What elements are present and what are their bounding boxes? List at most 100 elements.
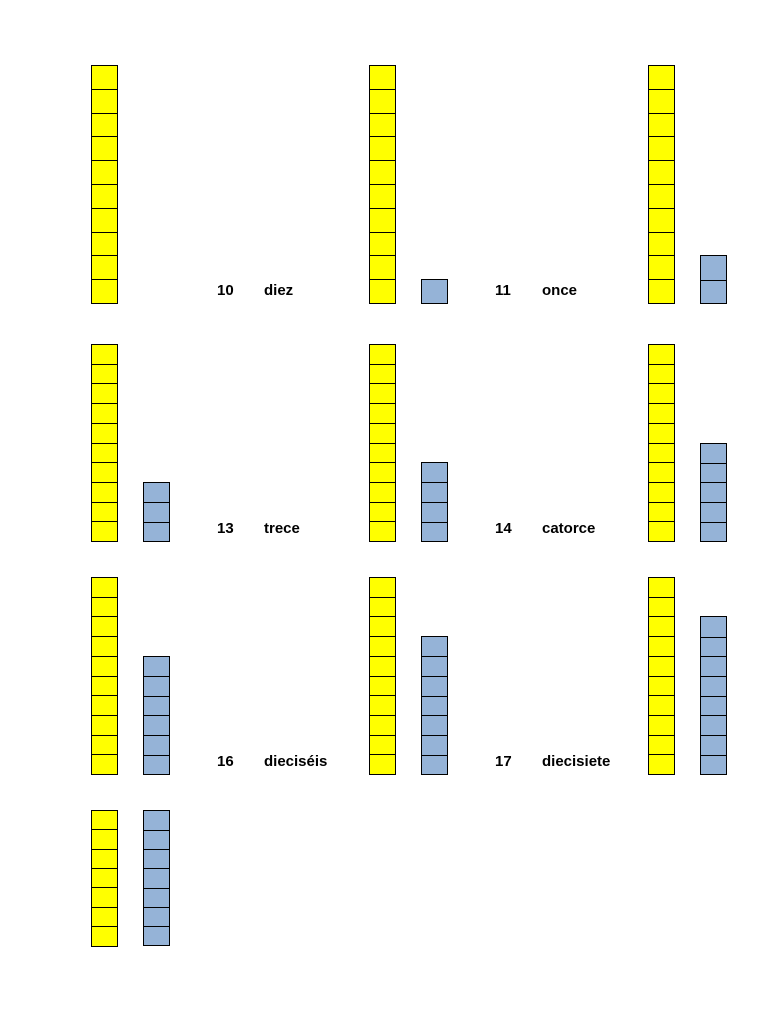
one-cube — [143, 867, 170, 889]
one-cube — [700, 655, 727, 677]
ten-cube — [648, 160, 675, 186]
ten-cube — [369, 695, 396, 717]
one-cube — [421, 714, 448, 737]
one-cube — [421, 636, 448, 658]
one-cube — [421, 462, 448, 484]
number-word-label: trece — [264, 520, 300, 537]
ten-cube — [91, 279, 118, 305]
ten-cube — [648, 655, 675, 677]
ten-cube — [91, 636, 118, 658]
one-cube — [143, 829, 170, 850]
ten-cube — [369, 363, 396, 385]
one-cube — [143, 925, 170, 947]
ten-cube — [648, 714, 675, 737]
ten-cube — [369, 207, 396, 234]
ten-cube — [369, 383, 396, 405]
ten-cube — [648, 112, 675, 138]
one-cube — [421, 481, 448, 504]
one-cube — [421, 734, 448, 756]
ten-cube — [91, 616, 118, 638]
number-label: 10 — [217, 282, 234, 299]
ten-cube — [648, 577, 675, 599]
ten-cube — [91, 442, 118, 464]
ten-cube — [91, 906, 118, 928]
one-cube — [421, 279, 448, 305]
one-cube — [700, 675, 727, 697]
number-label: 14 — [495, 520, 512, 537]
one-cube — [143, 481, 170, 504]
ten-cube — [91, 848, 118, 870]
ten-cube — [91, 810, 118, 831]
number-label: 11 — [495, 282, 511, 299]
one-cube — [143, 695, 170, 717]
ten-cube — [369, 231, 396, 257]
ten-cube — [369, 255, 396, 281]
ten-cube — [369, 442, 396, 464]
one-cube — [700, 616, 727, 638]
ten-cube — [91, 501, 118, 523]
ten-cube — [369, 136, 396, 162]
ten-cube — [91, 112, 118, 138]
ten-cube — [91, 829, 118, 851]
ten-cube — [648, 462, 675, 484]
ten-cube — [369, 422, 396, 444]
ten-cube — [91, 65, 118, 91]
one-cube — [700, 636, 727, 658]
ten-cube — [369, 734, 396, 756]
number-word-label: dieciséis — [264, 753, 328, 770]
ten-cube — [648, 442, 675, 464]
one-cube — [143, 501, 170, 523]
ten-cube — [91, 383, 118, 405]
ten-cube — [91, 596, 118, 618]
ten-cube — [91, 363, 118, 385]
one-cube — [143, 887, 170, 908]
ten-cube — [91, 521, 118, 543]
ten-cube — [91, 88, 118, 115]
one-cube — [421, 754, 448, 776]
ten-cube — [648, 65, 675, 91]
ten-cube — [369, 344, 396, 366]
ten-cube — [369, 481, 396, 504]
number-word-label: diez — [264, 282, 294, 299]
one-cube — [700, 501, 727, 523]
ten-cube — [648, 695, 675, 717]
ten-cube — [91, 655, 118, 677]
ten-cube — [369, 675, 396, 697]
ten-cube — [648, 481, 675, 504]
ten-cube — [369, 714, 396, 737]
ten-cube — [369, 636, 396, 658]
one-cube — [700, 714, 727, 737]
ten-cube — [369, 403, 396, 425]
one-cube — [421, 501, 448, 523]
ten-cube — [91, 481, 118, 504]
ten-cube — [91, 925, 118, 947]
ten-cube — [369, 184, 396, 210]
ten-cube — [91, 344, 118, 366]
ten-cube — [369, 501, 396, 523]
ten-cube — [91, 207, 118, 234]
ten-cube — [369, 655, 396, 677]
ten-cube — [369, 616, 396, 638]
ten-cube — [648, 279, 675, 305]
ten-cube — [91, 577, 118, 599]
ten-cube — [648, 636, 675, 658]
ten-cube — [648, 596, 675, 618]
ten-cube — [648, 383, 675, 405]
ten-cube — [369, 596, 396, 618]
ten-cube — [91, 714, 118, 737]
ten-cube — [91, 887, 118, 908]
ten-cube — [91, 160, 118, 186]
one-cube — [143, 655, 170, 677]
one-cube — [143, 906, 170, 928]
ten-cube — [648, 521, 675, 543]
one-cube — [700, 695, 727, 717]
ten-cube — [648, 231, 675, 257]
number-label: 16 — [217, 753, 234, 770]
ten-cube — [648, 184, 675, 210]
ten-cube — [369, 160, 396, 186]
ten-cube — [91, 136, 118, 162]
number-label: 13 — [217, 520, 234, 537]
ten-cube — [369, 754, 396, 776]
ten-cube — [369, 462, 396, 484]
ten-cube — [648, 255, 675, 281]
